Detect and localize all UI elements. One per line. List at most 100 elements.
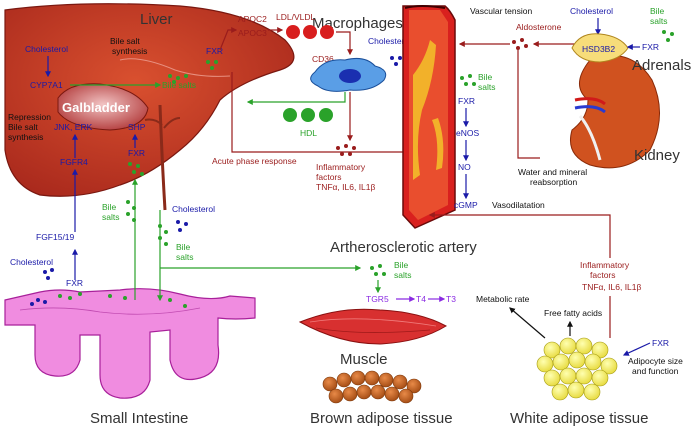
liver-title: Liver — [140, 11, 173, 28]
muscle-bile-salts-label-1: Bile — [394, 260, 408, 270]
small-intestine-illustration — [4, 288, 256, 399]
cyp7a1-label: CYP7A1 — [30, 80, 63, 90]
intestine-cholesterol2-label: Cholesterol — [172, 204, 215, 214]
adrenals-title: Adrenals — [632, 57, 691, 74]
macrophage-cholesterol-label: Cholesterol — [368, 36, 411, 46]
intestine-cholesterol2-dots — [158, 220, 188, 246]
kidney-title: Kidney — [634, 147, 680, 164]
bile-salt-synthesis-label-2: synthesis — [112, 46, 147, 56]
enos-label: eNOS — [456, 128, 479, 138]
hsd3b2-label: HSD3B2 — [582, 44, 615, 54]
ldl-vldl-label: LDL/VLDL — [276, 12, 315, 22]
t3-label: T3 — [446, 294, 456, 304]
macrophage-cholesterol-dots — [390, 56, 402, 66]
muscle-illustration — [298, 308, 448, 345]
inflammatory-dots — [336, 144, 356, 156]
adrenal-cholesterol-label: Cholesterol — [570, 6, 613, 16]
macrophage-inflammatory-label-1: Inflammatory — [316, 162, 366, 172]
adrenal-fxr-label: FXR — [642, 42, 659, 52]
repression-label-3: synthesis — [8, 132, 43, 142]
small-intestine-title: Small Intestine — [90, 410, 188, 427]
adrenal-bile-dots — [662, 30, 674, 42]
fgfr4-label: FGFR4 — [60, 157, 88, 167]
gallbladder-illustration — [57, 83, 149, 131]
macrophages-title: Macrophages — [312, 15, 403, 32]
muscle-title: Muscle — [340, 351, 388, 368]
intestine-cholesterol-dots — [30, 268, 54, 306]
liver-illustration — [4, 3, 295, 211]
artery-illustration — [402, 5, 456, 229]
intestine-bile-salts2-label-2: salts — [176, 252, 193, 262]
cgmp-label: cGMP — [454, 200, 478, 210]
artery-bile-dots — [460, 74, 476, 86]
artery-bile-salts-label-2: salts — [478, 82, 495, 92]
bile-salt-synthesis-label-1: Bile salt — [110, 36, 140, 46]
ldl-to-cd36-arrow — [336, 31, 353, 56]
liver-bile-dots — [168, 74, 188, 84]
jnk-erk-label: JNK, ERK — [54, 122, 93, 132]
muscle-bile-salts-label-2: salts — [394, 270, 411, 280]
adrenal-bile-salts-label-1: Bile — [650, 6, 664, 16]
apoc2-label: APOC2 — [238, 14, 267, 24]
t4-label: T4 — [416, 294, 426, 304]
vascular-tension-label: Vascular tension — [470, 6, 532, 16]
white-inflammatory-label-3: TNFα, IL6, IL1β — [582, 282, 642, 292]
aldosterone-to-water-line — [517, 50, 540, 159]
liver-bile-salts-label: Bile salts — [162, 80, 196, 90]
shp-label: SHP — [128, 122, 146, 132]
adipose-to-metabolic-arrow — [509, 307, 546, 339]
metabolic-rate-label: Metabolic rate — [476, 294, 530, 304]
adipocyte-label-1: Adipocyte size — [628, 356, 683, 366]
adrenal-bile-salts-label-2: salts — [650, 16, 667, 26]
no-label: NO — [458, 162, 471, 172]
fxr-to-apoc-bracket — [219, 27, 238, 51]
white-adipose-illustration — [536, 337, 618, 401]
hdl-label: HDL — [300, 128, 317, 138]
brown-adipose-illustration — [322, 370, 422, 404]
vasodilatation-label: Vasodilatation — [492, 200, 545, 210]
water-mineral-label-1: Water and mineral — [518, 167, 587, 177]
hdl-particles — [283, 108, 333, 122]
adipocyte-label-2: and function — [632, 366, 679, 376]
intestine-bile-dots — [58, 292, 187, 308]
macrophage-inflammatory-label-3: TNFα, IL6, IL1β — [316, 182, 376, 192]
intestine-cholesterol-label: Cholesterol — [10, 257, 53, 267]
acute-phase-label: Acute phase response — [212, 156, 297, 166]
repression-label-1: Repression — [8, 112, 51, 122]
white-adipose-title: White adipose tissue — [510, 410, 648, 427]
aldosterone-dots — [512, 38, 528, 50]
inflammatory-to-artery-line — [428, 212, 611, 258]
intestine-bile-salts2-label-1: Bile — [176, 242, 190, 252]
white-inflammatory-label-2: factors — [590, 270, 616, 280]
liver-fxr-label: FXR — [128, 148, 145, 158]
liver-to-acute-phase-line — [231, 72, 410, 155]
artery-title: Artherosclerotic artery — [330, 239, 477, 256]
macrophage-fxr-dots — [206, 60, 218, 70]
water-mineral-label-2: reabsorption — [530, 177, 578, 187]
artery-bile-salts-label-1: Bile — [478, 72, 492, 82]
liver-fxr-bile-dots — [128, 162, 144, 176]
liver-cholesterol-label: Cholesterol — [25, 44, 68, 54]
intestine-bile-salts-label-2: salts — [102, 212, 119, 222]
apoc3-label: APOC3 — [238, 28, 267, 38]
muscle-bile-dots — [370, 264, 386, 276]
aldosterone-label: Aldosterone — [516, 22, 562, 32]
repression-label-2: Bile salt — [8, 122, 38, 132]
intestine-fxr-label: FXR — [66, 278, 83, 288]
artery-fxr-label: FXR — [458, 96, 475, 106]
intestine-bile-salts-label-1: Bile — [102, 202, 116, 212]
kidney-illustration — [570, 55, 661, 169]
gallbladder-label: Galbladder — [62, 100, 130, 115]
white-inflammatory-label-1: Inflammatory — [580, 260, 630, 270]
brown-adipose-title: Brown adipose tissue — [310, 410, 453, 427]
white-adipose-fxr-label: FXR — [652, 338, 669, 348]
macrophage-cell-illustration — [310, 58, 387, 92]
cd36-label: CD36 — [312, 54, 334, 64]
tgr5-label: TGR5 — [366, 294, 389, 304]
ldl-particles — [286, 25, 334, 39]
macrophage-fxr-label: FXR — [206, 46, 223, 56]
fgf-label: FGF15/19 — [36, 232, 75, 242]
fxr-to-adipocyte-arrow — [622, 342, 651, 356]
macrophage-to-hdl-arrow — [246, 92, 346, 105]
macrophage-inflammatory-label-2: factors — [316, 172, 342, 182]
